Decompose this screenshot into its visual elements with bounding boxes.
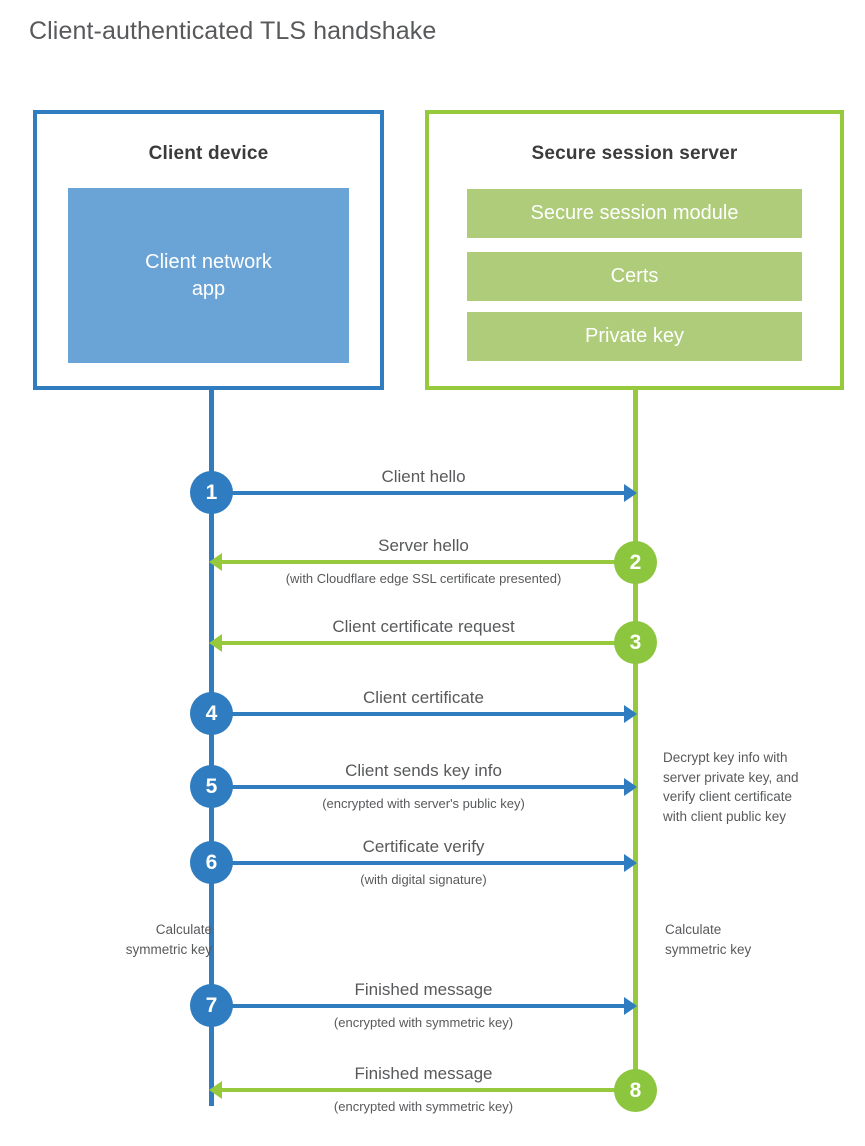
server-bar-label: Certs	[610, 265, 659, 287]
step-8-badge[interactable]: 8	[614, 1069, 657, 1112]
step-6-arrow	[211, 854, 637, 872]
step-8-sublabel: (encrypted with symmetric key)	[333, 1099, 514, 1114]
client-lifeline	[209, 390, 214, 1106]
step-6-badge[interactable]: 6	[190, 841, 233, 884]
server-bar-label: Private key	[585, 325, 684, 347]
step-7-label: Finished message	[354, 980, 493, 999]
step-4-label: Client certificate	[363, 688, 484, 707]
step-3-arrow	[209, 634, 637, 652]
step-7-sublabel: (encrypted with symmetric key)	[333, 1015, 514, 1030]
step-8-number: 8	[629, 1078, 642, 1102]
client-network-app-block: Client network app	[68, 188, 349, 363]
step-4-badge[interactable]: 4	[190, 692, 233, 735]
server-bar-secure-session-module: Secure session module	[467, 189, 802, 238]
step-2-badge[interactable]: 2	[614, 541, 657, 584]
note-server-decrypt: Decrypt key info with server private key…	[663, 750, 799, 824]
step-1-badge[interactable]: 1	[190, 471, 233, 514]
server-bar-label: Secure session module	[530, 202, 739, 224]
step-8-arrow	[209, 1081, 637, 1099]
client-device-title: Client device	[148, 143, 269, 164]
step-8-label: Finished message	[354, 1064, 493, 1083]
step-7-arrow	[211, 997, 637, 1015]
step-7-badge[interactable]: 7	[190, 984, 233, 1027]
step-6-number: 6	[205, 850, 218, 874]
server-bar-private-key: Private key	[467, 312, 802, 361]
step-4-number: 4	[205, 701, 218, 725]
step-1-label: Client hello	[381, 467, 466, 486]
step-6-label: Certificate verify	[362, 837, 485, 856]
step-6-sublabel: (with digital signature)	[360, 872, 487, 887]
step-4-arrow	[211, 705, 637, 723]
step-2-sublabel: (with Cloudflare edge SSL certificate pr…	[285, 571, 562, 586]
step-5-label: Client sends key info	[345, 761, 502, 780]
page-title: Client-authenticated TLS handshake	[29, 17, 437, 45]
server-bar-certs: Certs	[467, 252, 802, 301]
note-server-calculate-symmetric-key: Calculate symmetric key	[665, 922, 752, 957]
step-1-arrow	[211, 484, 637, 502]
step-5-arrow	[211, 778, 637, 796]
step-3-number: 3	[629, 630, 642, 654]
step-5-badge[interactable]: 5	[190, 765, 233, 808]
client-network-app-label: Client network app	[145, 250, 272, 300]
step-2-label: Server hello	[378, 536, 469, 555]
step-3-label: Client certificate request	[332, 617, 515, 636]
step-1-number: 1	[205, 480, 218, 504]
step-2-arrow	[209, 553, 637, 571]
secure-session-server-title: Secure session server	[531, 143, 738, 164]
note-client-calculate-symmetric-key: Calculate symmetric key	[125, 922, 212, 957]
step-7-number: 7	[205, 993, 218, 1017]
step-5-number: 5	[205, 774, 218, 798]
server-lifeline	[633, 390, 638, 1098]
step-2-number: 2	[629, 550, 642, 574]
step-3-badge[interactable]: 3	[614, 621, 657, 664]
step-5-sublabel: (encrypted with server's public key)	[322, 796, 525, 811]
